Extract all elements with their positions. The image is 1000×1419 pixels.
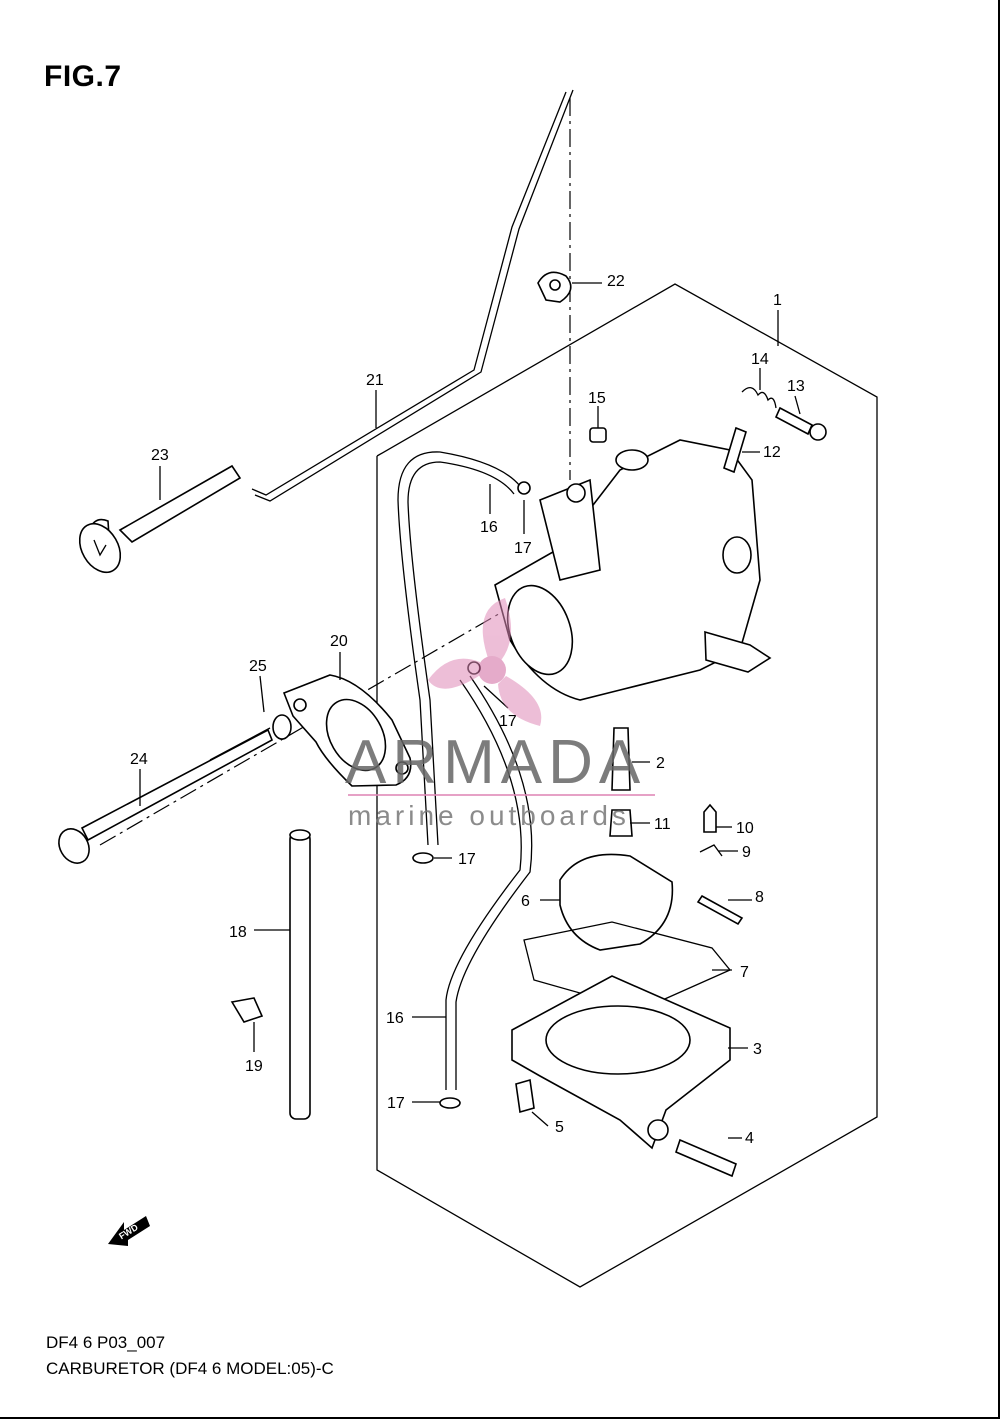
drain-screw-part <box>515 1078 535 1114</box>
float-chamber-part <box>511 975 731 1150</box>
callout-25: 25 <box>249 658 267 675</box>
assembly-outline <box>376 283 878 1288</box>
callout-14: 14 <box>751 351 769 368</box>
callout-16b: 16 <box>386 1010 404 1027</box>
adjusting-screw-part <box>675 1138 737 1178</box>
callout-22: 22 <box>607 273 625 290</box>
callout-12: 12 <box>763 444 781 461</box>
figure-code: DF4 6 P03_007 <box>46 1333 166 1352</box>
hose-clip-part <box>412 852 434 864</box>
callout-20: 20 <box>330 633 348 650</box>
callout-17a: 17 <box>514 540 532 557</box>
callout-1: 1 <box>773 292 782 309</box>
pilot-screw-part <box>774 406 827 441</box>
callout-13: 13 <box>787 378 805 395</box>
spring-part <box>741 387 777 409</box>
callout-11: 11 <box>654 816 671 833</box>
callout-8: 8 <box>755 889 764 906</box>
callout-7: 7 <box>740 964 749 981</box>
callout-21: 21 <box>366 372 384 389</box>
figure-title: FIG.7 <box>44 60 122 93</box>
callout-19: 19 <box>245 1058 263 1075</box>
callout-17c: 17 <box>458 851 476 868</box>
fuel-hose-upper <box>397 451 521 846</box>
callout-labels: 1 2 3 4 5 6 7 8 9 10 11 12 13 14 15 16 1… <box>130 273 805 1147</box>
callout-18: 18 <box>229 924 247 941</box>
watermark-brand-subtitle: marine outboards <box>348 800 630 831</box>
fuel-hose-lower-edge <box>455 675 533 1090</box>
callout-2: 2 <box>656 755 665 772</box>
callout-15: 15 <box>588 390 606 407</box>
callout-17b: 17 <box>499 713 517 730</box>
clip-part <box>699 844 723 857</box>
fuel-hose-upper-edge <box>407 461 515 846</box>
callout-5: 5 <box>555 1119 564 1136</box>
hose-clip-part <box>517 481 531 495</box>
insulator-gasket-part <box>282 674 412 787</box>
watermark-brand-name: ARMADA <box>345 728 647 797</box>
callout-3: 3 <box>753 1041 762 1058</box>
figure-name: CARBURETOR (DF4 6 MODEL:05)-C <box>46 1359 334 1378</box>
callout-17d: 17 <box>387 1095 405 1112</box>
fuel-hose-lower <box>445 679 522 1090</box>
float-part <box>559 853 674 951</box>
tube-clamp-part <box>230 997 264 1023</box>
fwd-arrow-icon: FWD <box>108 1216 150 1246</box>
callout-6: 6 <box>521 893 530 910</box>
float-pin-part <box>696 894 744 926</box>
washer-part <box>272 714 292 740</box>
needle-valve-part <box>703 803 717 833</box>
screw-part <box>723 426 747 474</box>
main-jet-part <box>609 809 633 837</box>
propeller-logo-icon <box>428 598 542 726</box>
callout-24: 24 <box>130 751 148 768</box>
callout-23: 23 <box>151 447 169 464</box>
leader-lines <box>139 282 801 1139</box>
callout-16a: 16 <box>480 519 498 536</box>
main-nozzle-part <box>611 727 631 791</box>
callout-10: 10 <box>736 820 754 837</box>
rod-clip-part <box>537 271 572 303</box>
carburetor-body-part <box>494 439 772 701</box>
hose-clip-part <box>439 1097 461 1109</box>
callout-9: 9 <box>742 844 751 861</box>
choke-knob-part <box>78 464 242 574</box>
straight-tube-part <box>289 829 311 1120</box>
link-rod-part <box>251 89 574 502</box>
plug-part <box>589 427 607 443</box>
callout-4: 4 <box>745 1130 754 1147</box>
long-bolt-part <box>58 727 274 864</box>
